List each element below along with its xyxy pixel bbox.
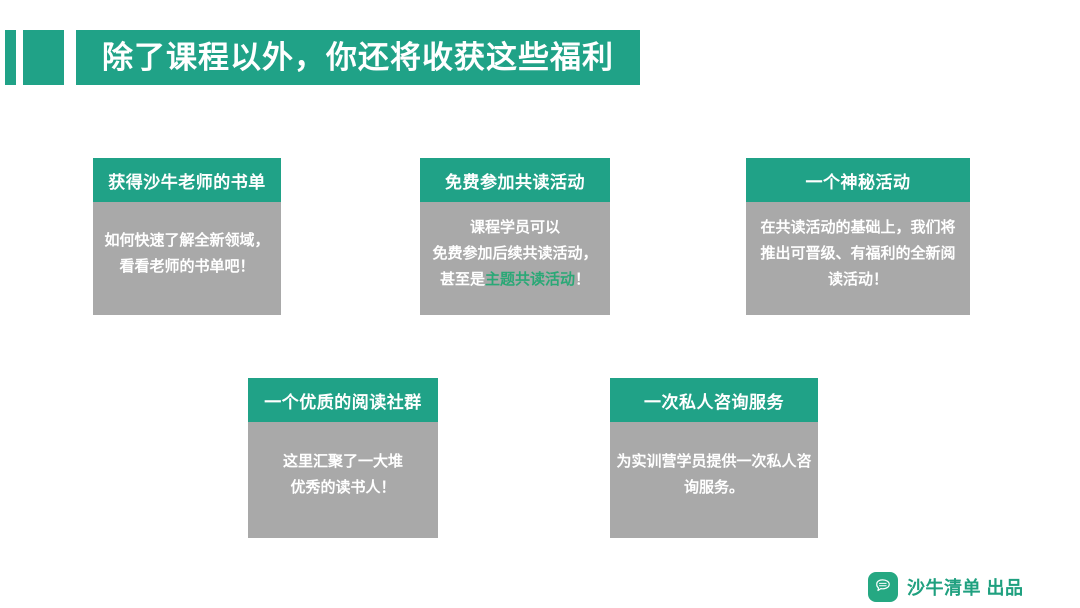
speech-bubble-icon bbox=[876, 579, 890, 592]
benefit-card-line: 为实训营学员提供一次私人咨 bbox=[616, 453, 812, 470]
benefit-card-body: 在共读活动的基础上，我们将 推出可晋级、有福利的全新阅 读活动！ bbox=[746, 202, 970, 315]
line-suffix: ！ bbox=[575, 270, 591, 288]
benefit-card-line: 课程学员可以 bbox=[469, 218, 560, 236]
footer-brand: 沙牛清单 出品 bbox=[868, 572, 1024, 602]
accent-bar-wide bbox=[23, 30, 64, 85]
brand-logo-tile bbox=[868, 572, 898, 602]
line-prefix: 甚至是 bbox=[439, 270, 485, 288]
benefit-card-body: 课程学员可以 免费参加后续共读活动， 甚至是主题共读活动！ bbox=[420, 202, 610, 315]
benefit-card-header: 一个优质的阅读社群 bbox=[248, 378, 438, 422]
benefit-card-line: 在共读活动的基础上，我们将 bbox=[760, 218, 956, 236]
benefit-card: 获得沙牛老师的书单 如何快速了解全新领域， 看看老师的书单吧！ bbox=[93, 158, 281, 315]
benefit-card-header: 免费参加共读活动 bbox=[420, 158, 610, 202]
page-title: 除了课程以外，你还将收获这些福利 bbox=[102, 40, 614, 75]
title-banner: 除了课程以外，你还将收获这些福利 bbox=[76, 30, 640, 85]
benefit-card: 一次私人咨询服务 为实训营学员提供一次私人咨 询服务。 bbox=[610, 378, 818, 538]
benefit-card-line-highlighted: 甚至是主题共读活动！ bbox=[440, 267, 590, 293]
benefit-card-body: 如何快速了解全新领域， 看看老师的书单吧！ bbox=[93, 202, 281, 315]
benefit-card-line: 推出可晋级、有福利的全新阅 bbox=[760, 244, 956, 262]
benefit-card-line: 如何快速了解全新领域， bbox=[104, 231, 270, 249]
benefit-card-line: 优秀的读书人！ bbox=[290, 479, 396, 496]
benefit-card: 一个神秘活动 在共读活动的基础上，我们将 推出可晋级、有福利的全新阅 读活动！ bbox=[746, 158, 970, 315]
benefit-card: 一个优质的阅读社群 这里汇聚了一大堆 优秀的读书人！ bbox=[248, 378, 438, 538]
benefit-card-line: 这里汇聚了一大堆 bbox=[282, 453, 403, 470]
accent-bar-thin bbox=[5, 30, 16, 85]
highlight-text: 主题共读活动 bbox=[484, 270, 575, 288]
benefit-card: 免费参加共读活动 课程学员可以 免费参加后续共读活动， 甚至是主题共读活动！ bbox=[420, 158, 610, 315]
benefit-card-line: 看看老师的书单吧！ bbox=[119, 257, 255, 275]
benefit-card-header: 获得沙牛老师的书单 bbox=[93, 158, 281, 202]
benefit-card-header: 一个神秘活动 bbox=[746, 158, 970, 202]
benefit-card-body: 这里汇聚了一大堆 优秀的读书人！ bbox=[248, 422, 438, 538]
benefit-card-line: 询服务。 bbox=[683, 479, 744, 496]
slide-title-row: 除了课程以外，你还将收获这些福利 bbox=[0, 30, 640, 85]
benefit-card-body: 为实训营学员提供一次私人咨 询服务。 bbox=[610, 422, 818, 538]
benefit-card-line: 免费参加后续共读活动， bbox=[432, 244, 598, 262]
brand-name: 沙牛清单 出品 bbox=[907, 578, 1024, 598]
benefit-card-line: 读活动！ bbox=[827, 270, 888, 288]
benefit-card-header: 一次私人咨询服务 bbox=[610, 378, 818, 422]
